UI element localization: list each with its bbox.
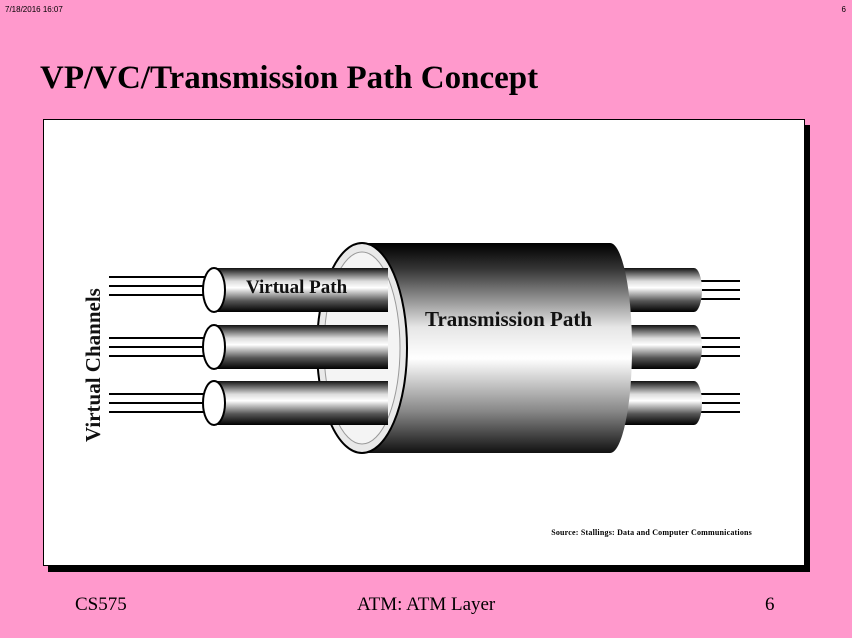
footer-page-number: 6 xyxy=(765,594,775,615)
figure-source-citation: Source: Stallings: Data and Computer Com… xyxy=(551,528,752,537)
footer-course: CS575 xyxy=(75,594,127,615)
label-virtual-path: Virtual Path xyxy=(246,277,348,298)
virtual-path-tubes-left xyxy=(202,267,388,426)
figure-frame: Virtual Channels Virtual Path Transmissi… xyxy=(43,119,805,566)
slide-title: VP/VC/Transmission Path Concept xyxy=(40,60,539,96)
label-virtual-channels: Virtual Channels xyxy=(81,288,105,442)
footer-topic: ATM: ATM Layer xyxy=(357,594,496,615)
virtual-channel-wires-left xyxy=(109,276,214,413)
header-page-number: 6 xyxy=(841,5,846,14)
header-date-time: 7/18/2016 16:07 xyxy=(5,5,63,14)
vp-vc-diagram: Virtual Channels Virtual Path Transmissi… xyxy=(81,242,740,454)
label-transmission-path: Transmission Path xyxy=(425,307,592,331)
